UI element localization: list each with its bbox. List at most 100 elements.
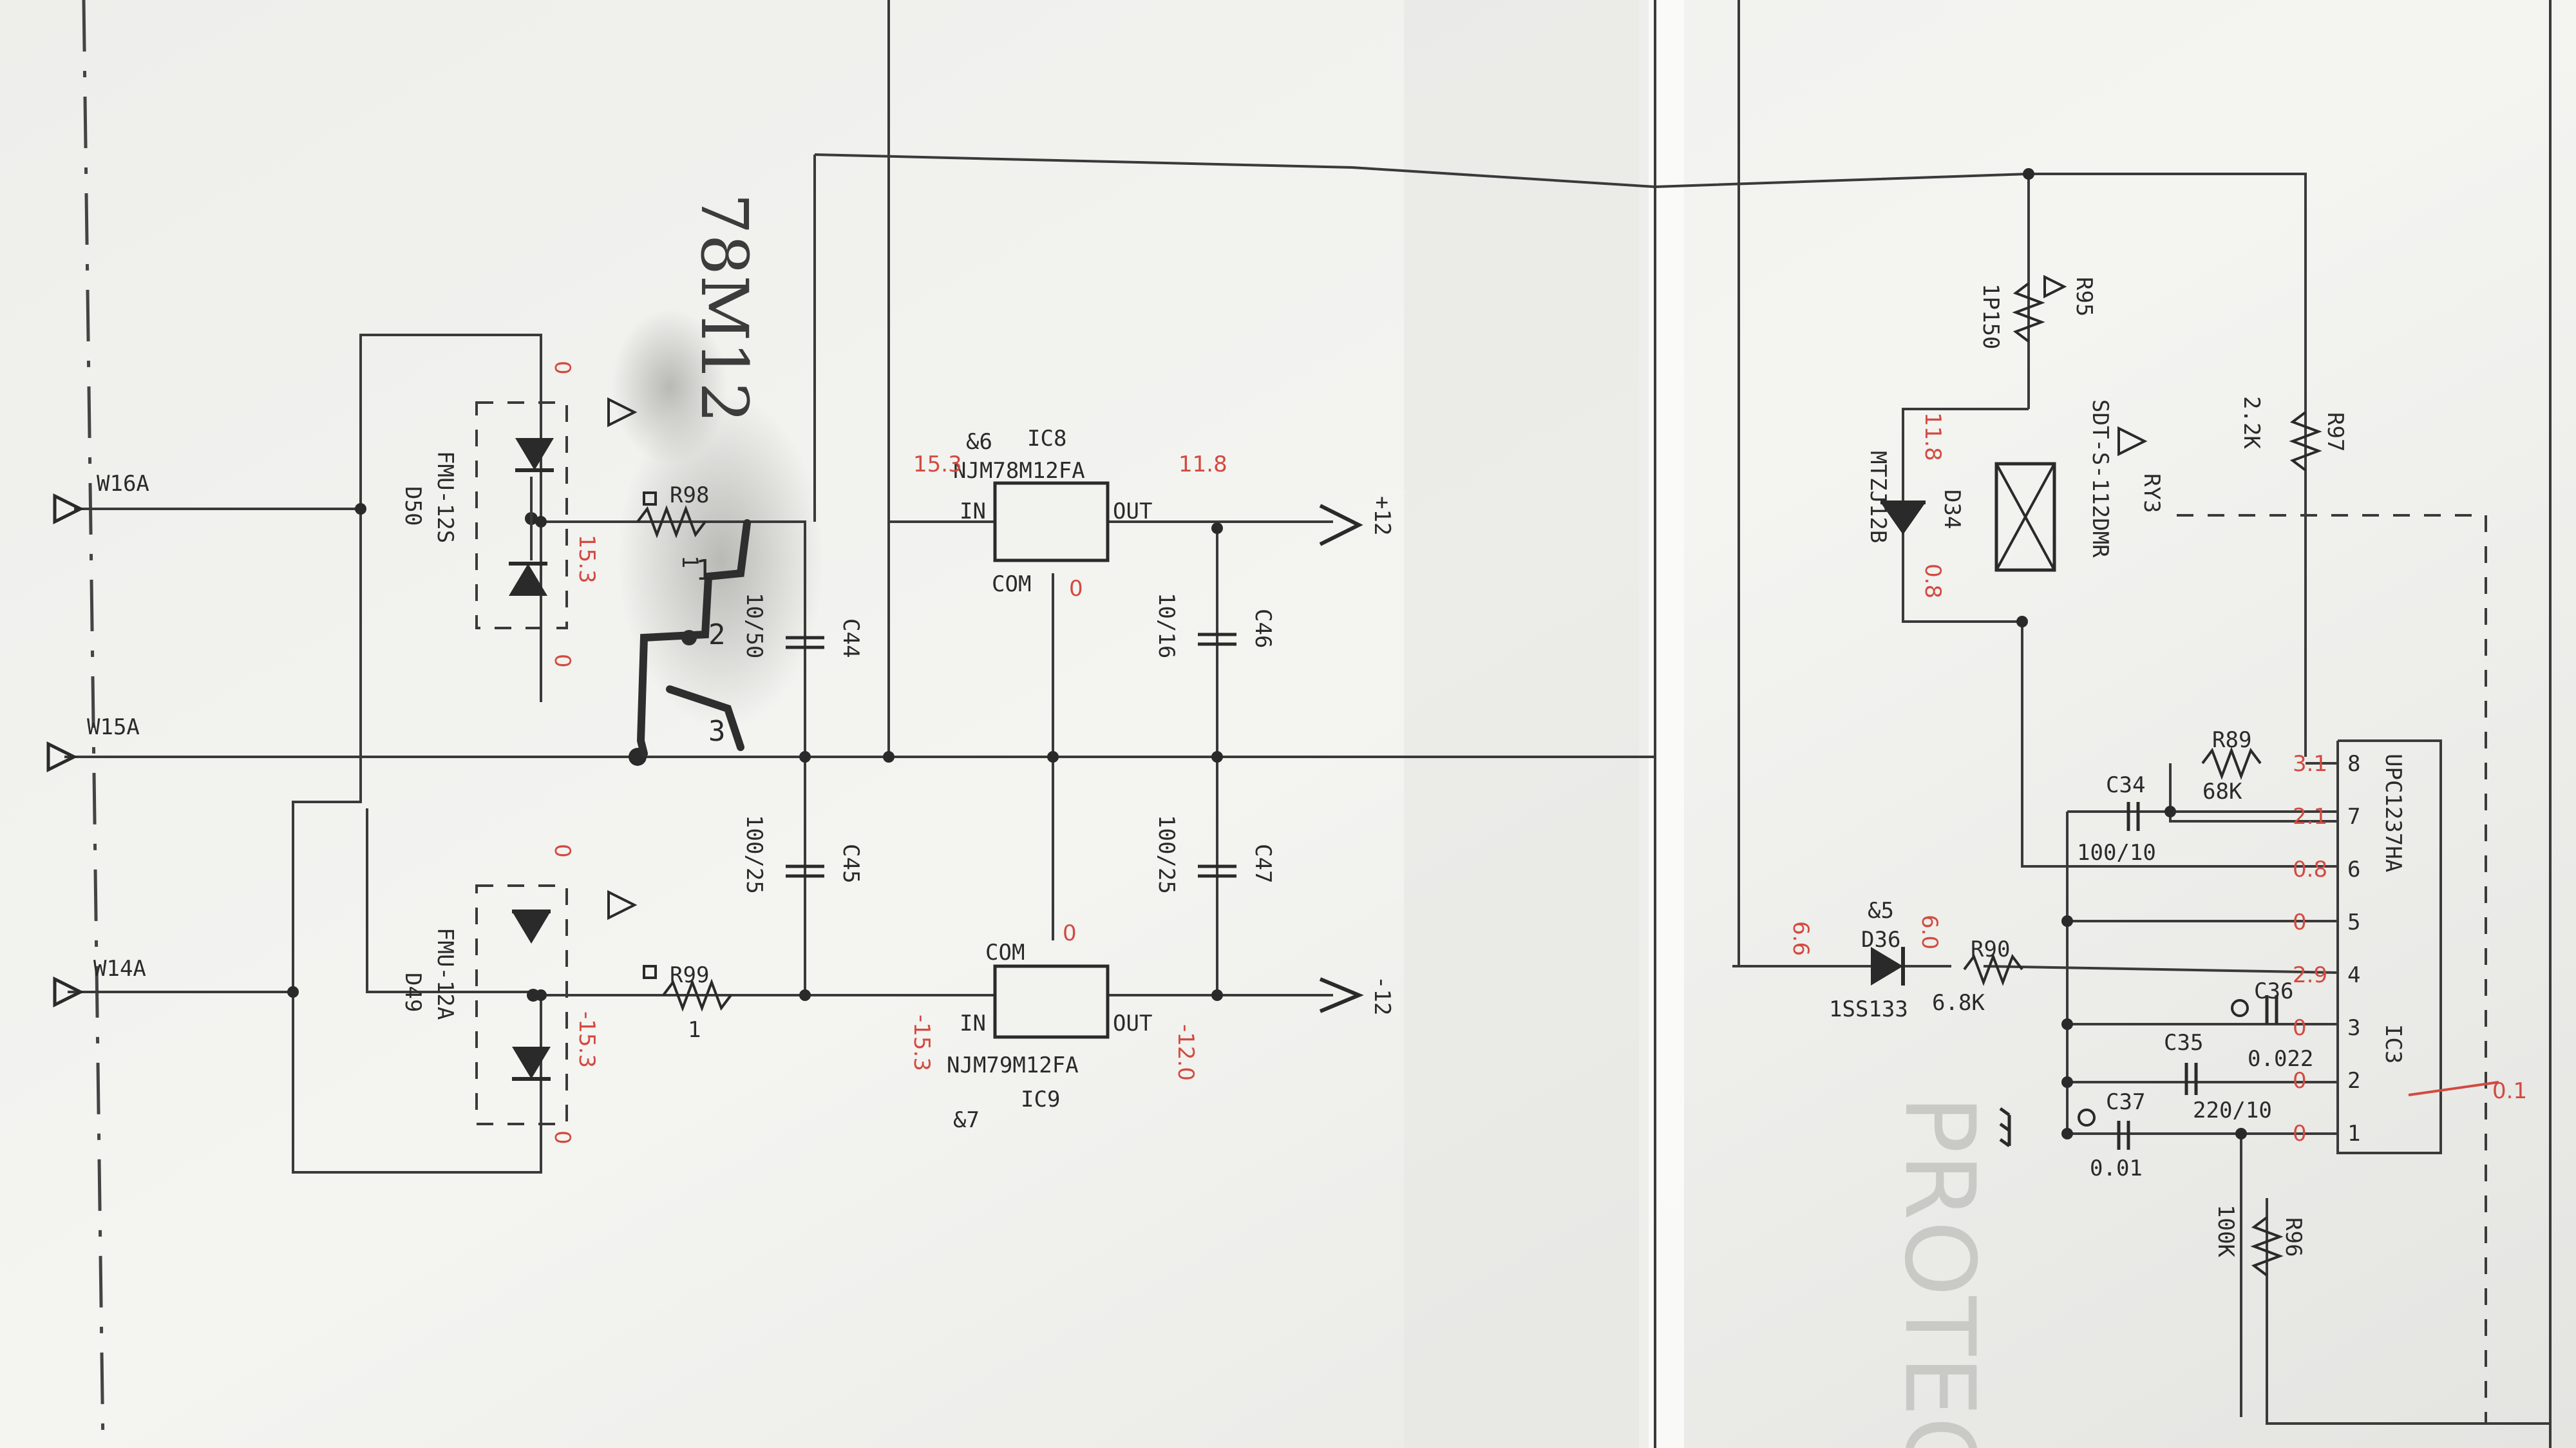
ic3-pin-number: 6 [2347,857,2360,882]
protection-section: R95 1P150 R97 2.2K RY3 SDT-S-112DMR D34 … [1654,168,2550,1448]
voltage-label: -15.3 [574,1011,600,1068]
component-value: 100/10 [2077,840,2156,866]
border-line [82,0,105,1448]
ref-designator: R98 [670,482,709,508]
voltage-label: 0 [1063,920,1077,946]
ic3-pin-voltage: 0 [2293,1121,2307,1147]
ref-designator: IC9 [1021,1087,1060,1112]
ic3-pin-voltage: 0 [2293,1015,2307,1041]
ic3-pin-voltage: 0 [2293,1068,2307,1094]
resistor-r96: R96 100K [2213,1205,2306,1277]
resistor-r98: R98 1 [636,482,709,568]
component-value: 100K [2213,1205,2239,1257]
voltage-label: 0 [549,1130,575,1145]
capacitor-c47: C47 100/25 [1153,815,1276,894]
ref-designator: C45 [838,844,864,883]
component-value: 68K [2202,779,2242,805]
component-value: 0.022 [2248,1046,2313,1072]
capacitor-c37: C37 0.01 [2078,1089,2145,1181]
warning-icon [2043,274,2067,299]
voltage-label: 0 [549,654,575,668]
ref-designator: R97 [2322,412,2348,452]
ic3-pin-voltage: 2.1 [2293,804,2327,830]
ref-designator: R90 [1971,937,2010,962]
capacitor-c46: C46 10/16 [1153,593,1276,658]
part-number: UPC1237HA [2380,754,2406,872]
component-value: 0.01 [2090,1156,2143,1181]
ic3-pin-number: 8 [2347,751,2360,777]
voltage-label: 6.0 [1917,915,1942,949]
component-value: 1P150 [1978,283,2003,349]
rail-output-negative: -12 [1319,976,1395,1015]
resistor-r89: R89 68K [2201,727,2262,805]
ic3-pin-voltage: 3.1 [2293,751,2327,777]
diode-bridge-d49: FMU-12A D49 [400,884,568,1125]
ic3-pin-voltage: 0.8 [2293,857,2327,882]
mark-label: &6 [966,429,992,455]
ref-designator: C47 [1250,844,1276,883]
ic3-pin-number: 1 [2347,1121,2360,1147]
pin-label: COM [985,940,1025,966]
component-value: 220/10 [2193,1098,2272,1123]
part-number: NJM78M12FA [953,458,1085,484]
connector-w14a: W14A [53,956,146,1008]
resistor-r95: R95 1P150 [1978,274,2097,349]
ic3-pin-voltage: 2.9 [2293,962,2327,988]
component-value: 1 [677,555,703,568]
pencil-smudge [618,393,824,728]
voltage-label: -12.0 [1173,1024,1198,1081]
capacitor-c34: C34 100/10 [2077,772,2156,866]
voltage-label: -15.3 [909,1015,934,1071]
ic3-pin-number: 7 [2347,804,2360,830]
voltage-label: 0.8 [1920,564,1946,598]
voltage-label: 6.6 [1788,921,1814,956]
connector-label: W15A [87,714,140,740]
voltage-label: 0 [549,361,575,375]
regulator-ic9: COM IN OUT NJM79M12FA IC9 &7 -15.3 -12.0… [909,920,1198,1133]
ref-designator: IC8 [1027,426,1066,452]
component-value: 10/16 [1153,593,1179,658]
resistor-r90: R90 6.8K [1932,937,2023,1016]
power-supply-section: W16A W15A W14A FMU-12S D50 [46,153,1656,1174]
diode-d36: &5 D36 1SS133 6.6 6.0 [1788,898,1942,1022]
pin-label: IN [960,499,986,524]
rail-label: +12 [1369,496,1395,535]
ref-designator: C35 [2164,1030,2203,1056]
voltage-label: 11.8 [1179,452,1227,477]
zener-d34: D34 MTZJ12B 11.8 0.8 [1865,412,1965,598]
pin-label: OUT [1113,499,1152,524]
part-number: SDT-S-112DMR [2087,399,2113,558]
capacitor-c36: C36 0.022 [2231,978,2313,1072]
ref-designator: R99 [670,962,709,988]
ref-designator: D50 [400,486,426,526]
component-value: 100/25 [741,815,767,894]
connector-w16a: W16A [53,471,149,525]
capacitor-c45: C45 100/25 [741,815,864,894]
diode-bridge-d50: FMU-12S D50 [400,401,568,629]
ref-designator: C34 [2106,772,2145,798]
ref-designator: R96 [2280,1217,2306,1257]
ic3-pin-number: 4 [2347,962,2360,988]
ref-designator: C46 [1250,609,1276,648]
warning-icon [607,890,638,920]
component-value: 1 [688,1017,701,1043]
warning-icon [2117,426,2148,457]
resistor-r99: R99 1 [643,962,732,1043]
ref-designator: D36 [1861,927,1900,953]
hand-number: 2 [708,618,726,651]
ref-designator: R89 [2212,727,2251,753]
component-value: 6.8K [1932,990,1985,1016]
voltage-label: 15.3 [913,452,962,477]
part-number: FMU-12A [432,928,458,1020]
mark-label: &5 [1868,898,1894,924]
ref-designator: C37 [2106,1089,2145,1115]
hand-number: 3 [708,715,726,748]
warning-icon [607,397,638,428]
regulator-ic8: &6 IC8 NJM78M12FA IN OUT COM 15.3 11.8 0 [913,426,1227,602]
component-value: 10/50 [741,593,767,658]
part-number: NJM79M12FA [947,1053,1079,1078]
pencil-smudge [612,309,728,464]
relay-ry3: RY3 SDT-S-112DMR [1994,399,2164,572]
